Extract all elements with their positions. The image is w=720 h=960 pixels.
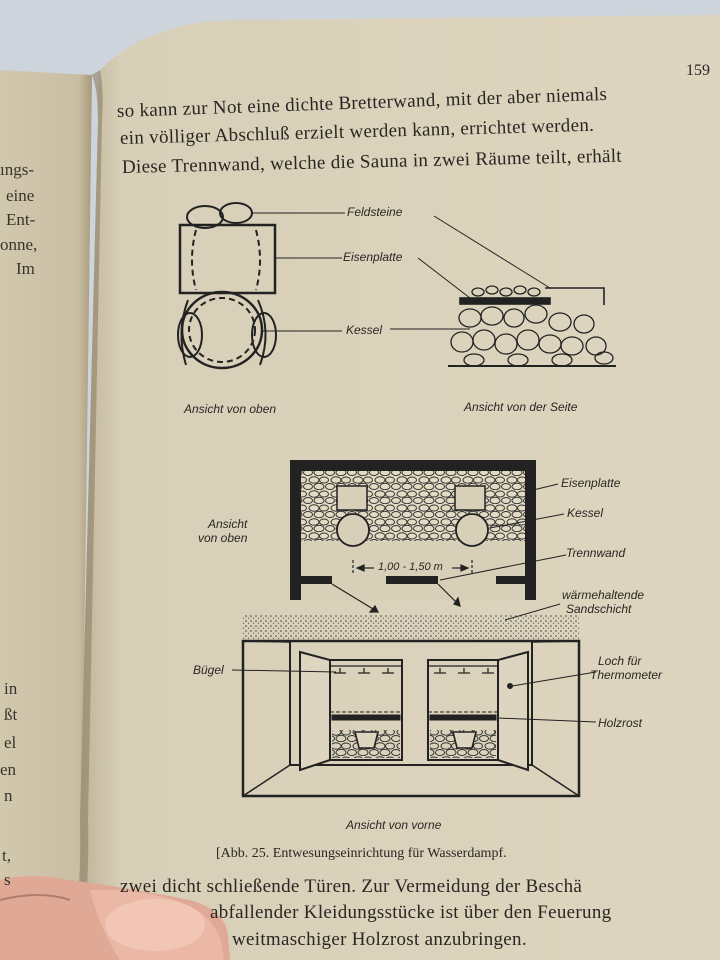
label-dimension: 1,00 - 1,50 m [378, 561, 443, 573]
label-trennwand: Trennwand [566, 546, 626, 560]
left-page-fragment: t, [2, 846, 11, 865]
stove-side-view [448, 285, 616, 367]
body-line-6: weitmaschiger Holzrost anzubringen. [232, 929, 527, 950]
left-page-fragment: en [0, 760, 17, 779]
bottom-leader-lines [231, 483, 597, 723]
figure-caption: [Abb. 25. Entwesungseinrichtung für Wass… [216, 846, 507, 861]
page-number: 159 [686, 62, 710, 79]
top-leader-lines [252, 212, 551, 332]
left-page-fragment: n [4, 786, 13, 805]
left-page-fragment: el [4, 733, 17, 752]
thumb [0, 876, 230, 960]
label-plan-view-line1: Ansicht [208, 517, 248, 531]
stove-top-view [177, 202, 277, 370]
body-line-5: abfallender Kleidungsstücke ist über den… [210, 902, 612, 923]
sauna-front-view [241, 639, 581, 798]
body-line-4: zwei dicht schließende Türen. Zur Vermei… [120, 876, 583, 897]
label-holzrost: Holzrost [598, 716, 643, 730]
label-sandschicht-line1: wärmehaltende [562, 588, 645, 602]
label-view-front: Ansicht von vorne [346, 818, 442, 832]
label-view-side: Ansicht von der Seite [464, 400, 578, 414]
left-page-fragment: eine [6, 186, 35, 205]
left-page-fragment: in [4, 679, 18, 698]
label-kessel-bottom: Kessel [567, 506, 604, 520]
left-page-fragment: Ent- [6, 210, 36, 229]
left-page-fragment: Im [16, 259, 35, 278]
sauna-plan-view [290, 460, 536, 613]
left-page-fragment: onne, [0, 235, 38, 254]
left-page-fragment: s [4, 870, 11, 889]
label-eisenplatte-bottom: Eisenplatte [561, 476, 621, 490]
label-kessel-top: Kessel [346, 323, 383, 337]
label-thermometer-line2: Thermometer [590, 668, 663, 682]
left-page-fragment: ıngs- [0, 160, 34, 179]
left-page-fragment: ßt [4, 705, 18, 724]
label-feldsteine: Feldsteine [347, 205, 403, 219]
label-plan-view-line2: von oben [198, 531, 248, 545]
label-thermometer-line1: Loch für [598, 654, 642, 668]
label-eisenplatte-top: Eisenplatte [343, 250, 403, 264]
label-buegel: Bügel [193, 663, 224, 677]
label-view-top: Ansicht von oben [184, 402, 277, 416]
sand-layer [243, 615, 579, 641]
label-sandschicht-line2: Sandschicht [566, 602, 632, 616]
